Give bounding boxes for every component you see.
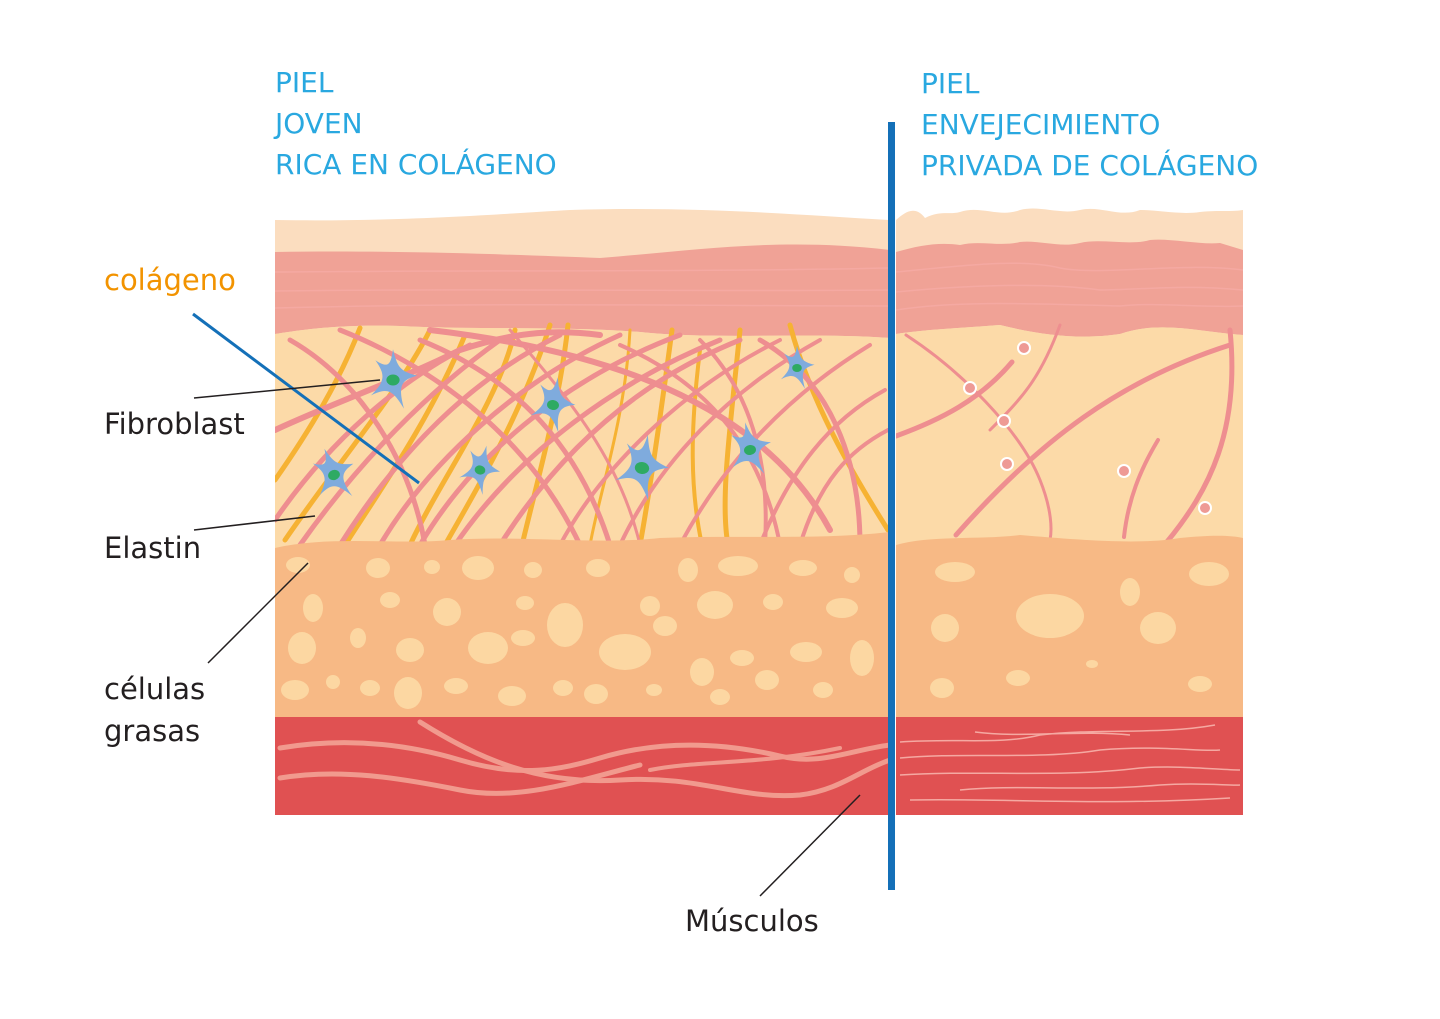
young-skin-cross-section [275, 209, 889, 815]
title-line: PRIVADA DE COLÁGENO [921, 148, 1258, 182]
aging-skin-cross-section [896, 208, 1243, 815]
collagen-fibers [275, 327, 889, 548]
title-line: ENVEJECIMIENTO [921, 108, 1160, 141]
elastin-pointer [193, 515, 316, 531]
fat-cells-pointer [207, 562, 309, 664]
collagen-label: colágeno [104, 263, 236, 297]
title-line: PIEL [921, 67, 980, 100]
title-line: RICA EN COLÁGENO [275, 147, 557, 181]
muscle-layer [275, 717, 889, 815]
muscles-label: Músculos [685, 904, 819, 938]
fat-cells-sparse [930, 562, 1229, 698]
fat-cells-label: células [104, 672, 205, 706]
aging-skin-title: PIEL ENVEJECIMIENTO PRIVADA DE COLÁGENO [921, 67, 1258, 182]
title-line: JOVEN [273, 107, 363, 140]
fibroblast-label: Fibroblast [104, 407, 245, 441]
fragmented-collagen-dots [963, 341, 1212, 515]
collagen-pointer [192, 312, 420, 485]
fat-cells-label: grasas [104, 714, 200, 748]
muscles-pointer [759, 794, 861, 897]
title-line: PIEL [275, 66, 334, 99]
muscle-fibers [277, 719, 889, 799]
collagen-fibers-sparse [896, 323, 1235, 546]
divider-line [888, 122, 895, 890]
dermis-layer-aged [896, 325, 1243, 550]
dermis-top-layer [275, 244, 889, 338]
muscle-fibers-thin [899, 724, 1241, 803]
elastin-label: Elastin [104, 531, 201, 565]
fibroblast-pointer [193, 379, 381, 399]
young-skin-title: PIEL JOVEN RICA EN COLÁGENO [273, 66, 557, 181]
fat-cells [281, 556, 874, 709]
